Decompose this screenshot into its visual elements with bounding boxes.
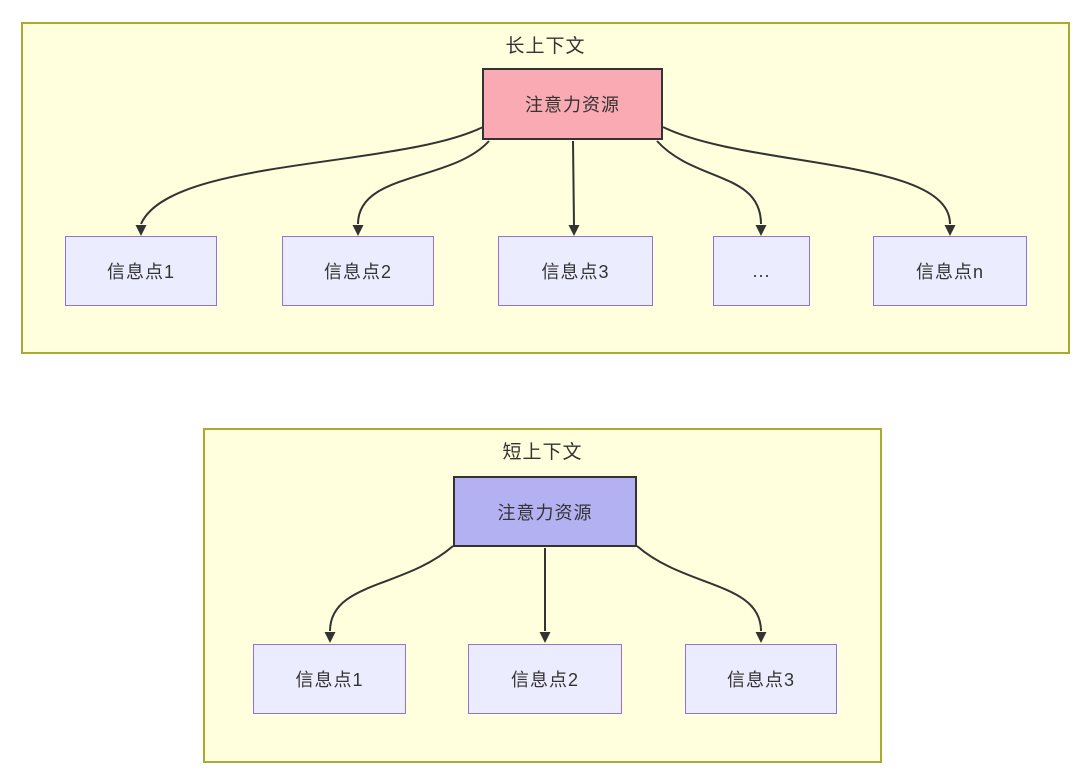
attention-node-short: 注意力资源: [453, 476, 637, 547]
info-node-short-2: 信息点2: [468, 644, 622, 714]
info-node-short-1: 信息点1: [253, 644, 406, 714]
long-context-title: 长上下文: [505, 36, 586, 57]
info-node-long-ellipsis: ...: [713, 236, 810, 306]
info-node-long-3: 信息点3: [498, 236, 653, 306]
short-context-title: 短上下文: [502, 442, 583, 463]
info-node-long-1: 信息点1: [65, 236, 217, 306]
attention-node-long: 注意力资源: [482, 68, 663, 140]
info-node-short-3: 信息点3: [685, 644, 837, 714]
info-node-long-2: 信息点2: [282, 236, 434, 306]
info-node-long-n: 信息点n: [873, 236, 1027, 306]
